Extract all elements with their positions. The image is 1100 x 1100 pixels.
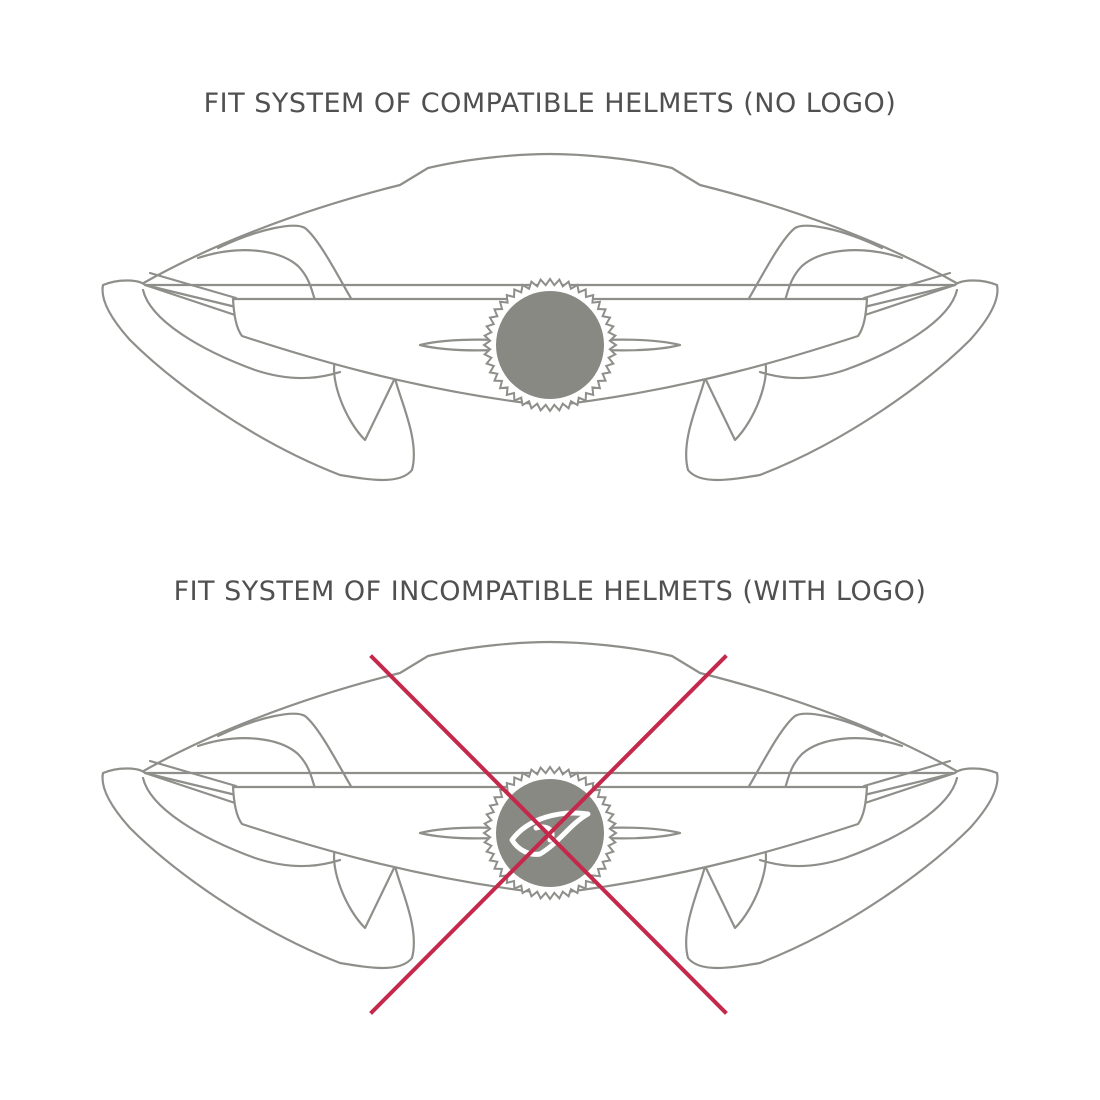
incompatible-fit-system-illustration bbox=[0, 628, 1100, 1048]
right-rib bbox=[746, 224, 884, 302]
cradle-shell bbox=[138, 640, 962, 775]
dial-knob bbox=[496, 291, 604, 399]
left-arm-inner bbox=[141, 288, 342, 380]
right-rib bbox=[746, 712, 884, 790]
plain-dial-icon bbox=[482, 277, 618, 413]
right-rib-inner bbox=[783, 737, 904, 790]
right-strap bbox=[862, 759, 957, 805]
right-arm-inner bbox=[758, 776, 959, 868]
right-arm-inner bbox=[758, 288, 959, 380]
left-rib bbox=[216, 712, 354, 790]
compatible-fit-system-illustration bbox=[0, 140, 1100, 560]
left-arm-inner bbox=[141, 776, 342, 868]
left-rib bbox=[216, 224, 354, 302]
left-rib-inner bbox=[196, 737, 317, 790]
compatible-fit-system-svg bbox=[101, 152, 999, 482]
cradle-shell bbox=[138, 152, 962, 287]
left-strap bbox=[143, 271, 238, 317]
incompatible-helmets-title: FIT SYSTEM OF INCOMPATIBLE HELMETS (WITH… bbox=[173, 576, 927, 607]
right-rib-inner bbox=[783, 249, 904, 302]
right-strap bbox=[862, 271, 957, 317]
cross-mark-icon bbox=[369, 654, 728, 1015]
left-strap bbox=[143, 759, 238, 805]
left-rib-inner bbox=[196, 249, 317, 302]
compatible-helmets-title: FIT SYSTEM OF COMPATIBLE HELMETS (NO LOG… bbox=[203, 88, 897, 119]
logo-swoosh bbox=[509, 810, 591, 857]
cross-line-ascending bbox=[369, 654, 728, 1015]
incompatible-fit-system-svg bbox=[101, 640, 999, 1015]
